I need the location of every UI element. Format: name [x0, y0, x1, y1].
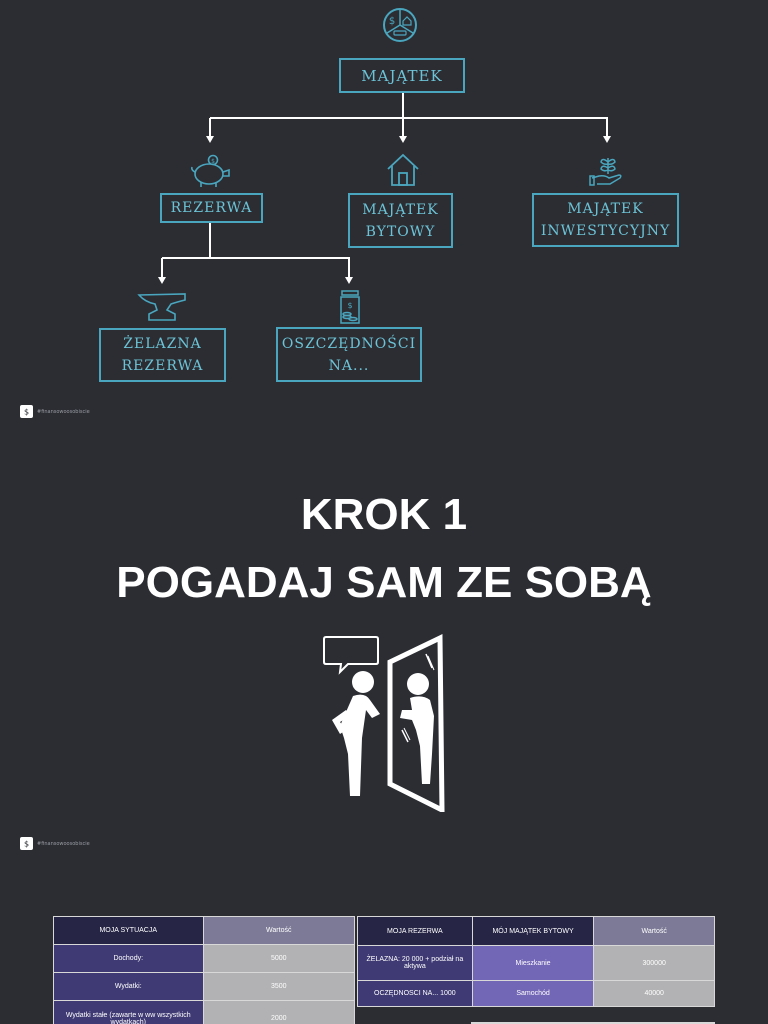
table-cell: ŻELAZNA: 20 000 + podział na aktywa — [357, 945, 473, 981]
brand-watermark: $ #finansowoosobiscie — [20, 837, 90, 850]
table-header-cell: Wartość — [202, 916, 356, 945]
hand-plant-icon — [589, 152, 625, 188]
node-majatek-inwestycyjny-line1: MAJĄTEK — [567, 201, 644, 217]
connector-lines — [158, 93, 611, 284]
anvil-icon — [137, 290, 189, 324]
node-zelazna-rezerwa-line2: REZERWA — [121, 358, 204, 374]
table-header-cell: MOJA SYTUACJA — [53, 916, 204, 945]
node-majatek: MAJĄTEK — [339, 58, 465, 93]
piggy-bank-icon: $ — [189, 153, 233, 189]
table-row: Wydatki stałe (zawarte w ww wszystkich w… — [53, 1000, 356, 1024]
node-rezerwa-label: REZERWA — [170, 200, 253, 216]
node-majatek-bytowy: MAJĄTEK BYTOWY — [348, 193, 453, 248]
table-header-row: MOJA REZERWA MÓJ MAJĄTEK BYTOWY Wartość — [357, 916, 715, 946]
svg-text:$: $ — [211, 158, 215, 165]
table-row: ŻELAZNA: 20 000 + podział na aktywa Mies… — [357, 945, 715, 981]
step-title: KROK 1 — [300, 490, 468, 539]
person-mirror-icon — [322, 634, 446, 815]
brand-logo-icon: $ — [20, 405, 33, 418]
assets-circle-icon: $ — [382, 7, 418, 43]
node-zelazna-rezerwa: ŻELAZNA REZERWA — [99, 328, 226, 382]
node-majatek-inwestycyjny-line2: INWESTYCYJNY — [540, 223, 671, 239]
table-situation: MOJA SYTUACJA Wartość Dochody: 5000 Wyda… — [53, 916, 356, 1024]
node-oszczednosci-line1: OSZCZĘDNOŚCI — [281, 335, 417, 352]
node-oszczednosci: OSZCZĘDNOŚCI NA... — [276, 327, 422, 382]
table-cell: OCZĘDNOSCI NA... 1000 — [357, 980, 473, 1007]
table-header-cell: MÓJ MAJĄTEK BYTOWY — [471, 916, 595, 946]
savings-jar-icon: $ — [336, 289, 364, 325]
node-majatek-label: MAJĄTEK — [361, 66, 443, 85]
node-zelazna-rezerwa-line1: ŻELAZNA — [123, 336, 202, 352]
table-header-row: MOJA SYTUACJA Wartość — [53, 916, 356, 945]
node-majatek-bytowy-line2: BYTOWY — [365, 223, 436, 240]
table-cell: Mieszkanie — [471, 945, 595, 981]
table-reserve-wrap: MOJA REZERWA MÓJ MAJĄTEK BYTOWY Wartość … — [357, 916, 715, 1007]
step-subtitle: POGADAJ SAM ZE SOBĄ — [116, 558, 652, 607]
table-cell: Wydatki stałe (zawarte w ww wszystkich w… — [53, 1000, 204, 1024]
table-cell: Samochód — [471, 980, 595, 1007]
table-cell: 2000 — [202, 1000, 356, 1024]
svg-text:$: $ — [389, 16, 395, 27]
table-header-cell: MOJA REZERWA — [357, 916, 473, 946]
table-next-border — [471, 1022, 715, 1024]
table-header-cell: Wartość — [593, 916, 715, 946]
house-icon — [385, 152, 421, 188]
table-reserve: MOJA REZERWA MÓJ MAJĄTEK BYTOWY Wartość … — [357, 916, 715, 1007]
table-cell: Dochody: — [53, 944, 204, 973]
table-cell: 3500 — [202, 972, 356, 1001]
table-row: Dochody: 5000 — [53, 944, 356, 973]
node-majatek-bytowy-line1: MAJĄTEK — [362, 201, 439, 218]
table-cell: 300000 — [593, 945, 715, 981]
table-row: Wydatki: 3500 — [53, 972, 356, 1001]
brand-text: #finansowoosobiscie — [37, 408, 90, 415]
node-oszczednosci-line2: NA... — [328, 357, 370, 374]
node-majatek-inwestycyjny: MAJĄTEK INWESTYCYJNY — [532, 193, 679, 247]
table-cell: Wydatki: — [53, 972, 204, 1001]
table-row: OCZĘDNOSCI NA... 1000 Samochód 40000 — [357, 980, 715, 1007]
svg-text:$: $ — [347, 301, 352, 310]
svg-text:$: $ — [24, 408, 29, 417]
table-cell: 40000 — [593, 980, 715, 1007]
svg-text:$: $ — [24, 840, 29, 849]
brand-logo-icon: $ — [20, 837, 33, 850]
table-cell: 5000 — [202, 944, 356, 973]
node-rezerwa: REZERWA — [160, 193, 263, 223]
brand-text: #finansowoosobiscie — [37, 840, 90, 847]
table-situation-wrap: MOJA SYTUACJA Wartość Dochody: 5000 Wyda… — [53, 916, 356, 1024]
brand-watermark: $ #finansowoosobiscie — [20, 405, 90, 418]
